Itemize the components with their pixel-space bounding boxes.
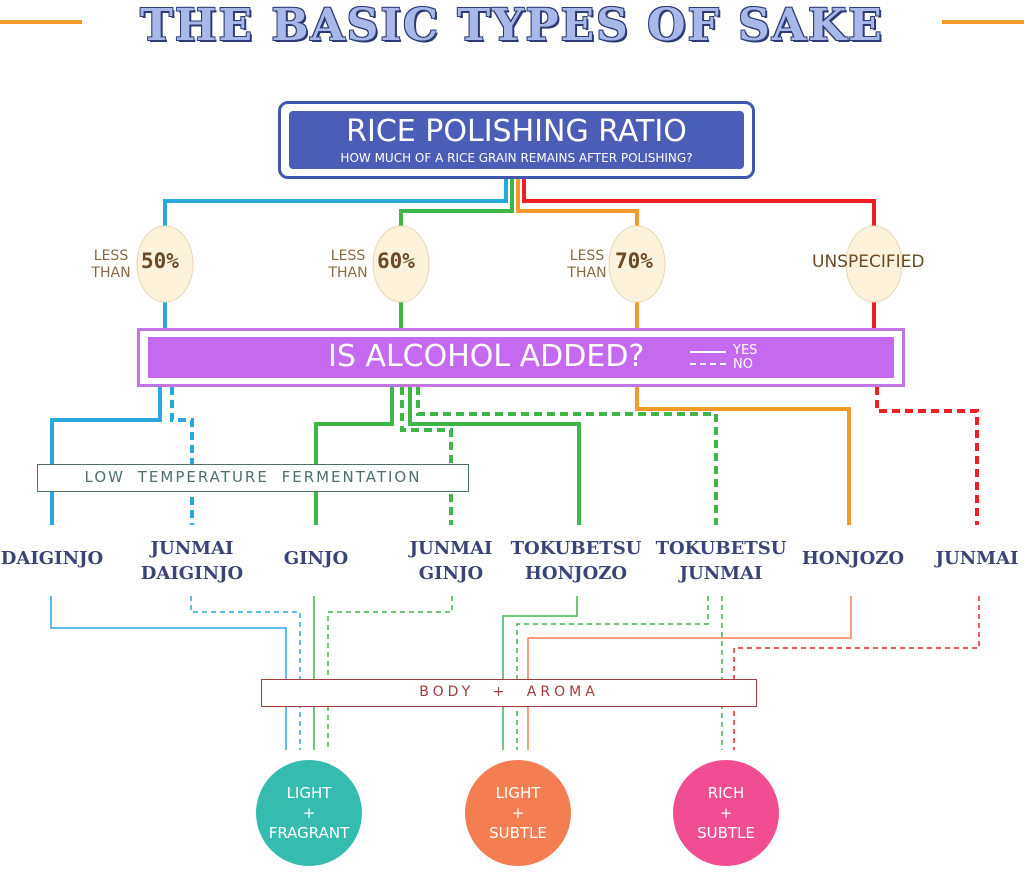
ratio-60-less: LESS — [330, 248, 366, 264]
profile-light-fragrant-line3: FRAGRANT — [268, 824, 350, 842]
low-temperature-fermentation-label: LOW TEMPERATURE FERMENTATION — [37, 464, 469, 492]
sake-junmai-line1: JUNMAI — [935, 548, 1019, 569]
rice-grain-70 — [608, 225, 666, 303]
ratio-unspecified-value: UNSPECIFIED — [812, 252, 925, 272]
line-ginjo — [314, 387, 394, 525]
profile-light-subtle-line3: SUBTLE — [489, 824, 547, 842]
page-title: THE BASIC TYPES OF SAKE — [140, 0, 884, 51]
sake-junmai-ginjo-line2: GINJO — [418, 563, 484, 584]
profile-light-fragrant-plus: + — [302, 804, 316, 822]
alcohol-added-panel: IS ALCOHOL ADDED? YES NO — [148, 337, 894, 378]
sake-honjozo: HONJOZO — [792, 546, 914, 571]
rice-grain-unspecified — [845, 225, 903, 303]
ratio-70-less: LESS — [569, 248, 605, 264]
sake-tokubetsu-junmai-line2: JUNMAI — [679, 563, 763, 584]
yes-no-legend-lines — [690, 351, 726, 365]
sake-honjozo-line1: HONJOZO — [801, 548, 905, 569]
ratio-50-less: LESS — [93, 248, 129, 264]
profile-rich-subtle-line3: SUBTLE — [697, 824, 755, 842]
profile-rich-subtle-line1: RICH — [707, 784, 745, 802]
sake-junmai-daiginjo-line1: JUNMAI — [150, 538, 234, 559]
sake-tokubetsu-honjozo-line2: HONJOZO — [524, 563, 628, 584]
sake-junmai-ginjo: JUNMAI GINJO — [398, 536, 504, 586]
line-tokubetsu-honjozo — [408, 387, 581, 525]
ratio-50-value: 50% — [141, 249, 179, 273]
ratio-70-value: 70% — [615, 249, 653, 273]
ratio-70-prefix: LESS THAN — [557, 248, 617, 282]
rice-polishing-ratio-box: RICE POLISHING RATIO HOW MUCH OF A RICE … — [278, 101, 755, 179]
link-tokubetsu-junmai-a — [516, 596, 709, 750]
line-honjozo — [635, 387, 851, 525]
line-tokubetsu-junmai — [416, 387, 718, 525]
ratio-60-prefix: LESS THAN — [318, 248, 378, 282]
sake-daiginjo: DAIGINJO — [0, 546, 104, 571]
link-tokubetsu-honjozo — [502, 596, 578, 750]
sake-junmai-daiginjo-line2: DAIGINJO — [140, 563, 244, 584]
link-junmai — [733, 596, 980, 750]
profile-light-fragrant: LIGHT + FRAGRANT — [256, 760, 362, 866]
rice-polishing-ratio-panel: RICE POLISHING RATIO HOW MUCH OF A RICE … — [289, 111, 744, 169]
ratio-60-value: 60% — [377, 249, 415, 273]
sake-tokubetsu-junmai-line1: TOKUBETSU — [655, 538, 787, 559]
link-daiginjo — [50, 596, 287, 750]
body-aroma-label: BODY + AROMA — [261, 679, 757, 707]
profile-rich-subtle-plus: + — [719, 804, 733, 822]
sake-tokubetsu-honjozo-line1: TOKUBETSU — [510, 538, 642, 559]
profile-light-subtle-line1: LIGHT — [495, 784, 541, 802]
sake-junmai: JUNMAI — [930, 546, 1024, 571]
sake-ginjo-line1: GINJO — [283, 548, 349, 569]
rice-polishing-ratio-subtitle: HOW MUCH OF A RICE GRAIN REMAINS AFTER P… — [340, 151, 693, 165]
legend-yes: YES — [733, 343, 758, 358]
profile-light-subtle-plus: + — [511, 804, 525, 822]
line-junmai-ginjo — [400, 387, 453, 525]
link-honjozo — [527, 596, 852, 750]
ratio-50-prefix: LESS THAN — [81, 248, 141, 282]
ratio-60-than: THAN — [328, 265, 368, 281]
sake-daiginjo-line1: DAIGINJO — [0, 548, 104, 569]
sake-ginjo: GINJO — [270, 546, 362, 571]
link-junmai-ginjo — [327, 596, 453, 750]
sake-tokubetsu-junmai: TOKUBETSU JUNMAI — [650, 536, 792, 586]
rice-polishing-ratio-title: RICE POLISHING RATIO — [346, 114, 687, 149]
link-junmai-daiginjo — [190, 596, 301, 750]
ratio-50-than: THAN — [91, 265, 131, 281]
line-daiginjo — [50, 387, 162, 525]
rice-grain-50 — [136, 225, 194, 303]
alcohol-added-box: IS ALCOHOL ADDED? YES NO — [137, 328, 905, 387]
profile-light-fragrant-line1: LIGHT — [286, 784, 332, 802]
ratio-70-than: THAN — [567, 265, 607, 281]
sake-junmai-daiginjo: JUNMAI DAIGINJO — [134, 536, 250, 586]
sake-junmai-ginjo-line1: JUNMAI — [409, 538, 493, 559]
profile-rich-subtle: RICH + SUBTLE — [673, 760, 779, 866]
sake-tokubetsu-honjozo: TOKUBETSU HONJOZO — [505, 536, 647, 586]
rice-grain-60 — [372, 225, 430, 303]
alcohol-added-question: IS ALCOHOL ADDED? — [328, 339, 645, 374]
line-junmai — [875, 387, 979, 525]
profile-light-subtle: LIGHT + SUBTLE — [465, 760, 571, 866]
line-junmai-daiginjo — [170, 387, 194, 525]
legend-no: NO — [733, 357, 753, 372]
